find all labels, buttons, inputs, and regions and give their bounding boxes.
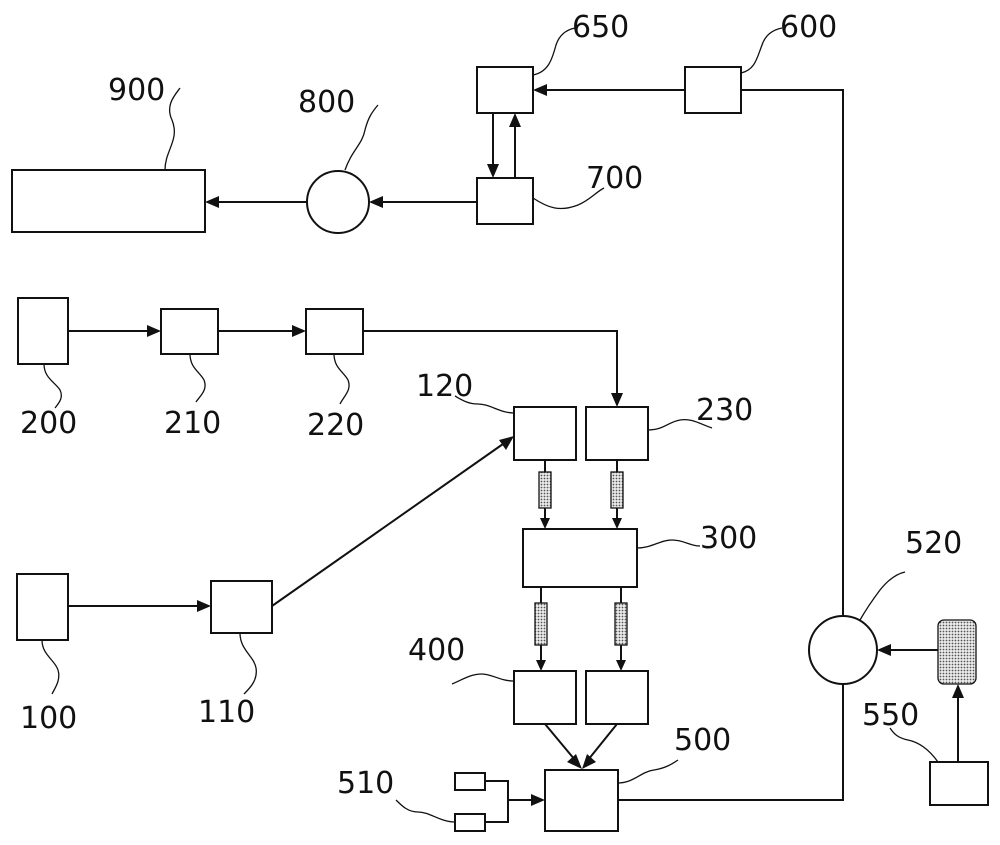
leader-100 [42, 640, 59, 694]
arrowhead-650-up [509, 113, 521, 127]
box-400-left [514, 671, 576, 724]
box-300 [523, 529, 637, 587]
label-550: 550 [862, 698, 919, 733]
label-210: 210 [164, 406, 221, 441]
leader-200 [44, 364, 61, 408]
arrowhead-500-left [567, 754, 582, 769]
box-600 [685, 67, 741, 113]
label-200: 200 [20, 406, 77, 441]
box-110 [211, 581, 272, 633]
box-510-bottom [455, 814, 485, 831]
box-550 [930, 762, 988, 805]
arrowhead-210 [147, 325, 161, 337]
arrowhead-900 [205, 196, 219, 208]
label-300: 300 [700, 521, 757, 556]
arrowhead-550-up [952, 684, 964, 698]
connector-110-120 [272, 444, 503, 606]
arrowhead-400-right [616, 660, 626, 671]
label-520: 520 [905, 526, 962, 561]
leader-900 [165, 88, 180, 170]
label-510: 510 [337, 766, 394, 801]
box-900 [12, 170, 205, 232]
label-600: 600 [780, 10, 837, 45]
box-230 [586, 407, 648, 460]
leader-520 [860, 572, 905, 620]
box-650 [477, 67, 533, 113]
arrowhead-230 [611, 393, 623, 407]
circle-800 [307, 171, 369, 233]
label-400: 400 [408, 633, 465, 668]
connector-400-500-left [545, 724, 575, 760]
leader-550 [890, 728, 938, 762]
leader-210 [190, 354, 205, 402]
label-500: 500 [674, 723, 731, 758]
label-220: 220 [307, 408, 364, 443]
arrowhead-700 [487, 164, 499, 178]
label-800: 800 [298, 85, 355, 120]
label-230: 230 [696, 393, 753, 428]
arrowhead-650 [533, 84, 547, 96]
connector-220-230 [363, 331, 617, 394]
coupler-120-300 [539, 472, 551, 508]
label-900: 900 [108, 73, 165, 108]
box-510-top [455, 773, 485, 790]
leader-400 [452, 674, 514, 684]
label-700: 700 [586, 161, 643, 196]
arrowhead-110 [197, 600, 211, 612]
leader-500 [618, 760, 678, 783]
arrowhead-400-left [536, 660, 546, 671]
leader-510 [396, 800, 455, 822]
arrowhead-300-right [612, 518, 622, 529]
coupler-230-300 [611, 472, 623, 508]
box-100 [17, 574, 68, 640]
box-120 [514, 407, 576, 460]
box-700 [477, 178, 533, 224]
arrowhead-220 [292, 325, 306, 337]
leader-110 [240, 633, 256, 694]
arrowhead-500-right [582, 754, 596, 769]
box-210 [161, 309, 218, 354]
label-110: 110 [198, 695, 255, 730]
connector-400-500-right [588, 724, 617, 760]
label-100: 100 [20, 701, 77, 736]
arrowhead-520-from-550 [877, 644, 891, 656]
circle-520 [809, 616, 877, 684]
leader-220 [334, 354, 349, 404]
box-220 [306, 309, 363, 354]
box-200 [18, 298, 68, 364]
label-650: 650 [572, 10, 629, 45]
leader-300 [637, 540, 700, 548]
arrowhead-800 [369, 196, 383, 208]
label-120: 120 [416, 369, 473, 404]
connector-510-bracket [485, 781, 508, 822]
box-550-hatched [938, 620, 976, 684]
arrowhead-120 [499, 436, 514, 450]
leader-600 [741, 28, 782, 73]
arrowhead-500-from-510 [531, 794, 545, 806]
coupler-300-400-right [615, 603, 627, 645]
arrowhead-300-left [540, 518, 550, 529]
leader-650 [533, 28, 575, 75]
coupler-300-400-left [535, 603, 547, 645]
box-400-right [586, 671, 648, 724]
box-500 [545, 770, 618, 831]
